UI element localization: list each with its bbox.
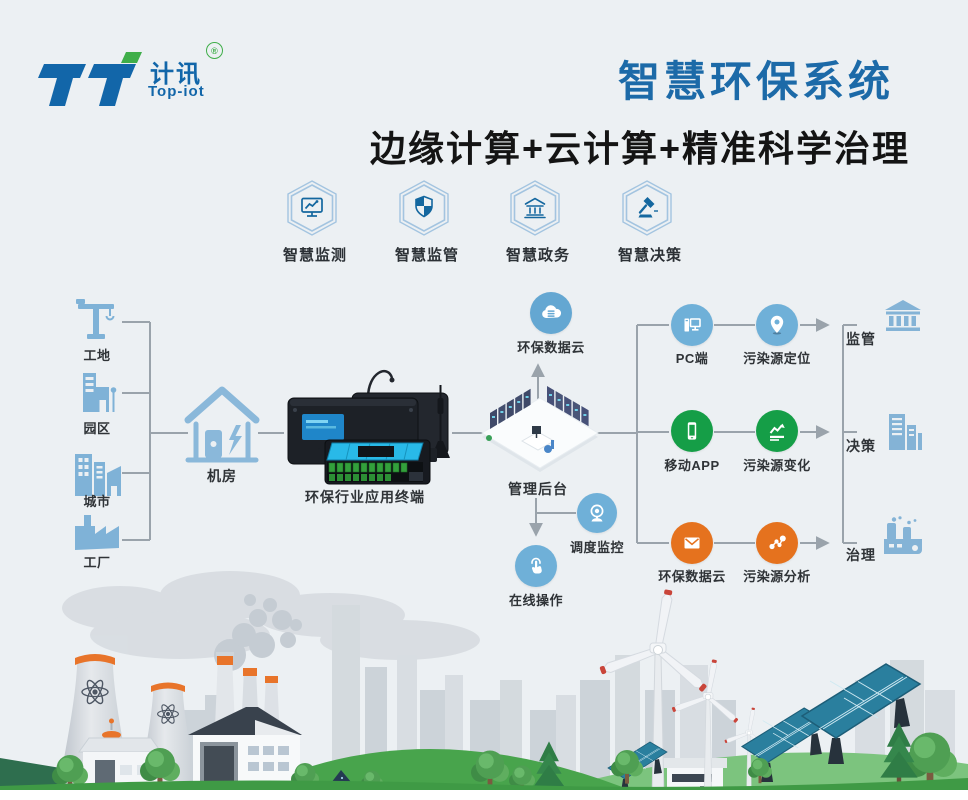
pc-icon bbox=[684, 318, 701, 332]
terminal-label: 环保行业应用终端 bbox=[305, 489, 425, 505]
source-label: 工地 bbox=[83, 348, 111, 363]
feature-label: 智慧监测 bbox=[282, 247, 348, 264]
gavel-icon bbox=[622, 180, 672, 236]
trend-chart-icon bbox=[769, 423, 785, 441]
factory-governance-icon bbox=[884, 516, 922, 554]
source-label: 园区 bbox=[83, 421, 111, 436]
pollution-analysis-label: 污染源分析 bbox=[743, 569, 811, 584]
location-pin-icon bbox=[770, 315, 784, 335]
pollution-change-node bbox=[756, 410, 798, 452]
dispatch-monitor-node bbox=[577, 493, 617, 533]
gateway-device-image bbox=[287, 370, 450, 485]
machine-room-icon bbox=[184, 386, 260, 463]
source-label: 城市 bbox=[83, 494, 111, 509]
brand-logo: 计讯 ® Top-iot bbox=[38, 40, 228, 110]
source-label: 工厂 bbox=[83, 555, 111, 570]
page-title: 智慧环保系统 bbox=[618, 58, 895, 105]
factory-icon bbox=[75, 515, 119, 550]
logo-brand-cn: 计讯 bbox=[150, 61, 202, 88]
backend-room-illustration bbox=[481, 386, 599, 472]
cloud-server-icon bbox=[542, 305, 562, 318]
goal-label: 决策 bbox=[846, 438, 876, 454]
feature-label: 智慧决策 bbox=[617, 247, 683, 264]
monitor-chart-icon bbox=[287, 180, 337, 236]
crane-icon bbox=[76, 299, 115, 339]
data-cloud-mail-node bbox=[671, 522, 713, 564]
chimney-smoke bbox=[214, 594, 302, 671]
mobile-app-node bbox=[671, 410, 713, 452]
shield-icon bbox=[399, 180, 449, 236]
pollution-locate-label: 污染源定位 bbox=[743, 351, 811, 366]
buildings-icon bbox=[889, 414, 922, 450]
pc-node bbox=[671, 304, 713, 346]
goal-label: 监管 bbox=[846, 331, 876, 347]
feature-label: 智慧政务 bbox=[505, 247, 571, 264]
government-building-icon bbox=[510, 180, 560, 236]
campus-icon bbox=[83, 373, 117, 412]
grass-front bbox=[0, 778, 968, 792]
pollution-analysis-node bbox=[756, 522, 798, 564]
scatter-chart-icon bbox=[769, 535, 786, 550]
envelope-icon bbox=[684, 537, 700, 549]
online-operation-label: 在线操作 bbox=[508, 593, 564, 608]
bank-icon bbox=[885, 300, 921, 331]
goal-label: 治理 bbox=[846, 547, 876, 563]
online-operation-node bbox=[515, 545, 557, 587]
feature-label: 智慧监管 bbox=[394, 247, 460, 264]
cloud-label: 环保数据云 bbox=[517, 340, 585, 355]
mobile-app-label: 移动APP bbox=[664, 458, 720, 473]
pollution-change-label: 污染源变化 bbox=[743, 458, 811, 473]
dispatch-monitor-label: 调度监控 bbox=[569, 540, 625, 555]
webcam-icon bbox=[590, 504, 604, 522]
city-icon bbox=[75, 454, 121, 496]
pollution-locate-node bbox=[756, 304, 798, 346]
feature-row: 智慧监测 智慧监管 智慧政务 智慧决策 bbox=[0, 176, 968, 266]
machine-room-label: 机房 bbox=[207, 468, 237, 484]
logo-mark-icon bbox=[38, 52, 142, 106]
phone-icon bbox=[687, 422, 697, 440]
eco-industry-scene bbox=[0, 571, 968, 800]
pc-label: PC端 bbox=[675, 351, 709, 366]
bottom-white-strip bbox=[0, 790, 968, 800]
cloud-node bbox=[530, 292, 572, 334]
data-cloud-mail-label: 环保数据云 bbox=[658, 569, 726, 584]
logo-brand-en: Top-iot bbox=[148, 83, 205, 100]
page-subtitle: 边缘计算+云计算+精准科学治理 bbox=[370, 128, 911, 169]
registered-mark: ® bbox=[206, 42, 223, 59]
backend-label: 管理后台 bbox=[508, 481, 568, 497]
touch-hand-icon bbox=[531, 557, 542, 574]
